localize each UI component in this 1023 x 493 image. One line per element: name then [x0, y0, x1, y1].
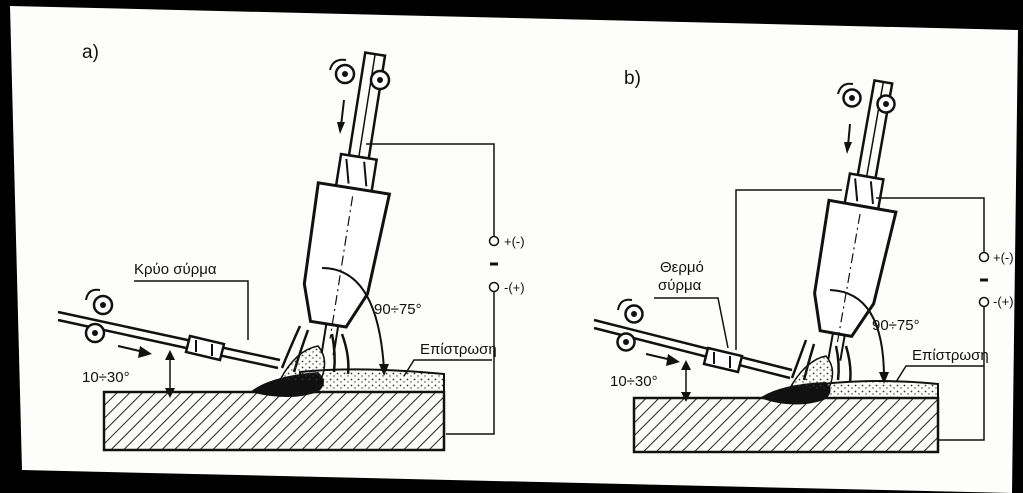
wire-label-b-line1: Θερμό: [660, 259, 704, 276]
wire-label-b-line2: σύρμα: [658, 277, 702, 294]
cladding-label-a: Επίστρωση: [420, 341, 497, 358]
angle-torch-b: 90÷75°: [872, 317, 920, 334]
powder-a: [278, 345, 326, 383]
polarity-top-a: +(-): [504, 234, 525, 249]
angle-torch-a: 90÷75°: [374, 301, 422, 318]
cladding-leader-b: [895, 365, 984, 383]
angle-arc-b: [829, 289, 885, 379]
wire-label-a: Κρύο σύρμα: [134, 261, 217, 278]
cladding-label-b: Επίστρωση: [912, 347, 989, 364]
arc-streams-a: [280, 325, 350, 375]
torch-a: [302, 51, 392, 356]
panel-a-letter: a): [82, 42, 99, 63]
base-metal-a: [102, 390, 446, 452]
polarity-bottom-a: -(+): [504, 280, 525, 295]
angle-wire-a: 10÷30°: [82, 369, 130, 386]
hot-wire-b: [593, 298, 793, 380]
panel-a: a): [57, 42, 525, 452]
circuit-b: [876, 197, 985, 252]
cladding-b: [821, 380, 939, 399]
polarity-top-b: +(-): [993, 250, 1014, 265]
panel-b: b): [593, 68, 1014, 454]
wire-label-leader-a: [134, 280, 249, 340]
panel-b-letter: b): [624, 68, 641, 89]
polarity-bottom-b: -(+): [993, 294, 1014, 309]
angle-wire-b: 10÷30°: [610, 373, 658, 390]
cold-wire-a: [57, 288, 281, 370]
wire-label-leader-b: [654, 297, 729, 349]
angle-arc-a: [321, 267, 385, 371]
powder-b: [788, 355, 834, 391]
base-metal-b: [632, 396, 940, 454]
circuit-a: [366, 143, 495, 236]
circuit-b-wire: [735, 189, 842, 350]
cladding-leader-a: [403, 359, 492, 377]
